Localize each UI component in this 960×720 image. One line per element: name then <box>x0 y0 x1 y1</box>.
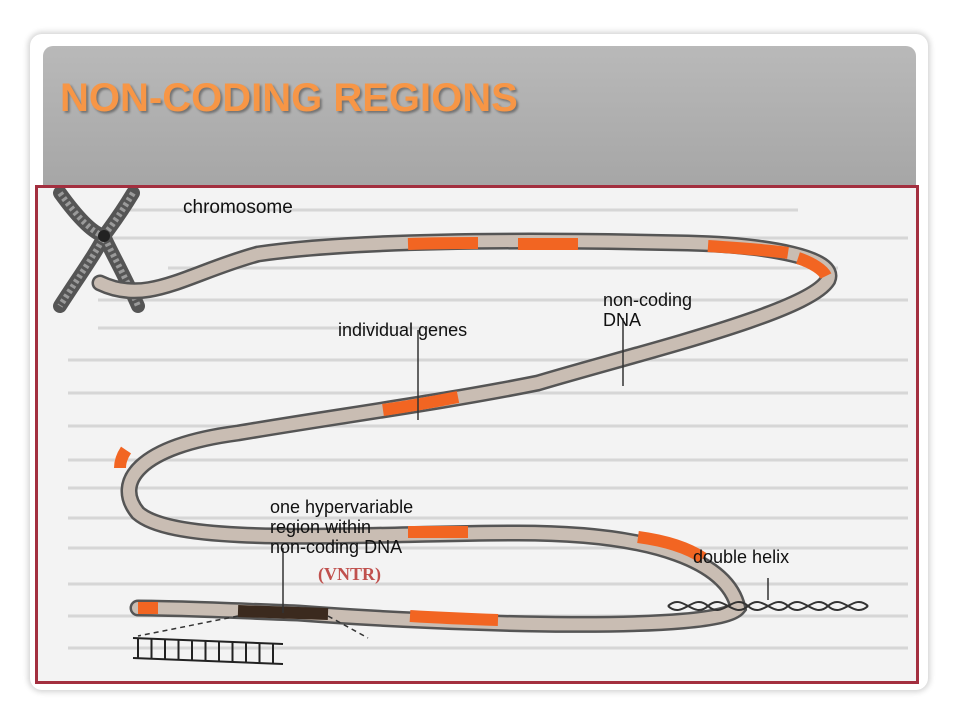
label-hypervariable-line1: one hypervariable <box>270 497 413 517</box>
gene-segment <box>407 237 479 250</box>
gene-segment <box>382 391 460 416</box>
gene-segment <box>707 240 789 259</box>
label-chromosome: chromosome <box>183 197 293 218</box>
figure-frame: chromosome non-coding DNA individual gen… <box>35 185 919 684</box>
label-non-coding-line2: DNA <box>603 310 641 330</box>
gene-segment-hidden <box>99 458 101 483</box>
gene-segment <box>637 531 707 564</box>
vntr-repeat-ladder <box>132 637 284 665</box>
zoom-lines <box>137 615 369 639</box>
dna-diagram: chromosome non-coding DNA individual gen… <box>53 188 908 665</box>
ladder-rungs <box>137 638 274 664</box>
label-hypervariable-line3: non-coding DNA <box>270 537 402 557</box>
label-vntr: (VNTR) <box>318 564 381 585</box>
label-double-helix: double helix <box>693 547 789 567</box>
label-non-coding-line1: non-coding <box>603 290 692 310</box>
label-hypervariable-line2: region within <box>270 517 371 537</box>
leader-lines <box>282 318 769 613</box>
label-individual-genes: individual genes <box>338 320 467 340</box>
gene-segment <box>409 610 499 626</box>
gene-segments <box>99 237 832 626</box>
gene-segment <box>795 252 832 280</box>
slide-title: NON-CODING REGIONS <box>60 76 518 120</box>
title-bar <box>43 46 916 186</box>
double-helix-icon <box>667 600 869 612</box>
gene-segment <box>114 446 132 469</box>
